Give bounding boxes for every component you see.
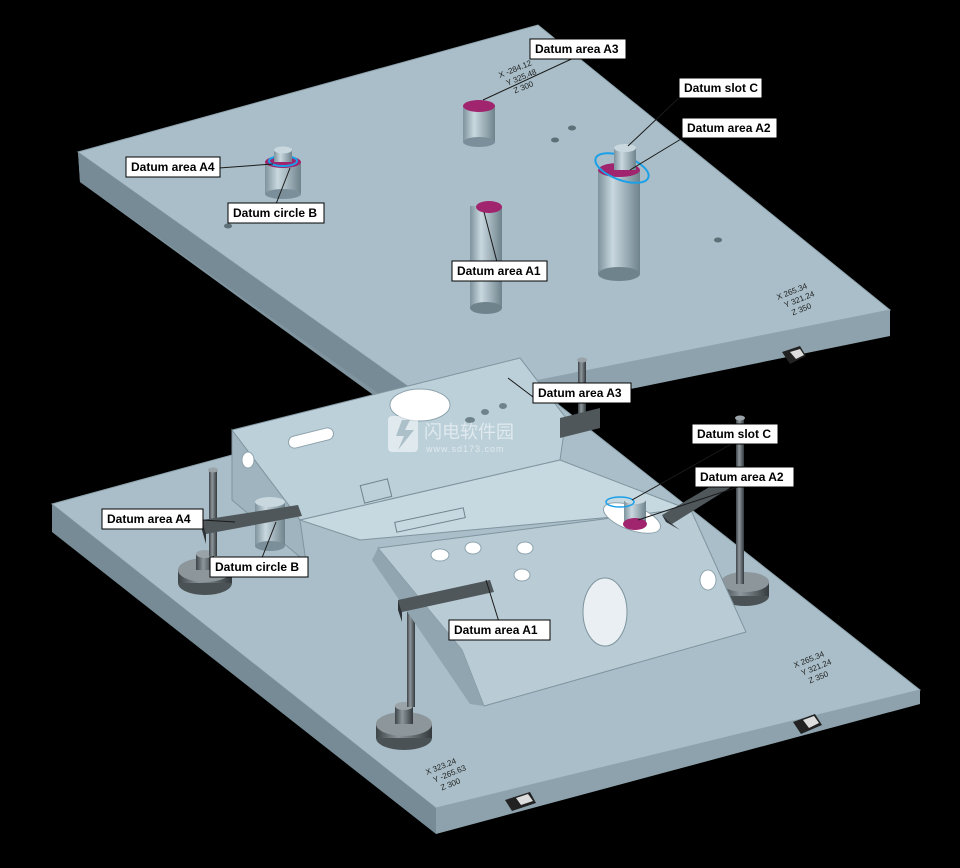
- clamp-arm-front: [398, 580, 494, 622]
- callout-lower-circle-b: Datum circle B: [209, 556, 309, 578]
- callout-upper-a3: Datum area A3: [529, 38, 627, 60]
- lower-fixture: X 265.34 Y 321.24 Z 350 X 323.24 Y -265.…: [50, 357, 922, 834]
- callout-upper-slot-c: Datum slot C: [678, 77, 763, 99]
- watermark: 闪电软件园 www.sd173.com: [388, 416, 514, 454]
- callout-label: Datum area A2: [700, 470, 784, 484]
- watermark-url: www.sd173.com: [425, 444, 505, 454]
- clamp-post-front: [376, 562, 432, 750]
- upper-pin-a1: [470, 201, 502, 314]
- callout-label: Datum circle B: [233, 206, 317, 220]
- callout-label: Datum slot C: [697, 427, 771, 441]
- upper-holes: [224, 125, 722, 243]
- callout-label: Datum area A3: [535, 42, 619, 56]
- callout-lower-a1: Datum area A1: [448, 619, 551, 641]
- callout-lower-a4: Datum area A4: [101, 508, 204, 530]
- callout-lower-slot-c: Datum slot C: [691, 423, 779, 445]
- callout-label: Datum area A3: [538, 386, 622, 400]
- callout-upper-circle-b: Datum circle B: [227, 202, 325, 224]
- callout-upper-a2: Datum area A2: [681, 117, 778, 139]
- callout-label: Datum area A1: [454, 623, 538, 637]
- upper-fixture: X -284.12 Y 325.48 Z 300 X 265.34 Y 321.…: [76, 24, 892, 430]
- watermark-title: 闪电软件园: [424, 422, 514, 442]
- callout-upper-a4: Datum area A4: [125, 156, 221, 178]
- clamp-post-right: [721, 415, 769, 606]
- clamp-block-back: [560, 408, 600, 438]
- callout-lower-a2: Datum area A2: [694, 466, 795, 488]
- upper-pin-a4: [265, 146, 301, 199]
- upper-pin-a3: [463, 100, 495, 147]
- callout-label: Datum area A1: [457, 264, 541, 278]
- lightning-logo-icon: [388, 416, 418, 452]
- callout-lower-a3: Datum area A3: [532, 382, 632, 404]
- callout-label: Datum slot C: [684, 81, 758, 95]
- callout-label: Datum area A2: [687, 121, 771, 135]
- callout-label: Datum area A4: [131, 160, 215, 174]
- upper-pin-a2-slot-c: [594, 144, 650, 281]
- callout-label: Datum area A4: [107, 512, 191, 526]
- callout-upper-a1: Datum area A1: [451, 260, 548, 282]
- lower-pin-circle-b: [255, 497, 285, 551]
- leader-lines: [201, 55, 745, 623]
- callout-label: Datum circle B: [215, 560, 299, 574]
